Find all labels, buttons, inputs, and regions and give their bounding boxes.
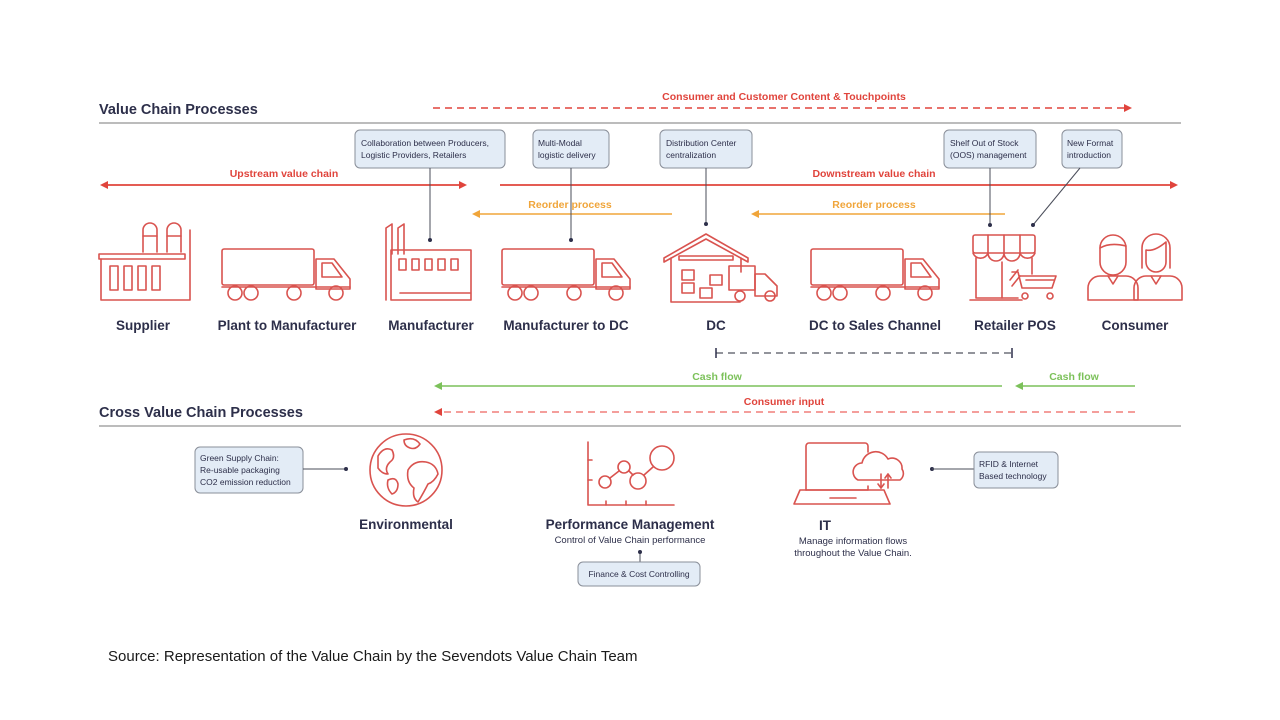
touchpoints-label: Consumer and Customer Content & Touchpoi… (662, 91, 906, 103)
reorder-left-label: Reorder process (528, 199, 612, 211)
svg-text:New Format: New Format (1067, 138, 1114, 148)
store-cart-icon (969, 234, 1057, 301)
truck-icon (810, 248, 940, 301)
node-labels: Supplier Plant to Manufacturer Manufacture… (116, 318, 1169, 333)
node-label-consumer: Consumer (1102, 318, 1170, 333)
performance-title: Performance Management (546, 517, 715, 532)
node-label-dc-to-sales-channel: DC to Sales Channel (809, 318, 941, 333)
consumer-input-label: Consumer input (744, 396, 825, 408)
chart-icon (587, 441, 675, 506)
svg-text:Green Supply Chain:: Green Supply Chain: (200, 453, 279, 463)
node-label-manufacturer: Manufacturer (388, 318, 474, 333)
environmental-title: Environmental (359, 517, 453, 532)
svg-text:Distribution Center: Distribution Center (666, 138, 737, 148)
note-rfid: RFID & Internet Based technology (930, 451, 1059, 489)
performance-subtitle: Control of Value Chain performance (555, 535, 706, 546)
node-label-supplier: Supplier (116, 318, 171, 333)
svg-text:Collaboration between Producer: Collaboration between Producers, (361, 138, 489, 148)
svg-text:Shelf Out of Stock: Shelf Out of Stock (950, 138, 1019, 148)
downstream-label: Downstream value chain (812, 168, 935, 180)
cross-value-chain-title: Cross Value Chain Processes (99, 405, 303, 421)
svg-text:RFID & Internet: RFID & Internet (979, 459, 1039, 469)
node-label-dc: DC (706, 318, 726, 333)
factory-silo-icon (98, 222, 191, 301)
note-dc-centralization: Distribution Center centralization (659, 129, 753, 226)
svg-text:Logistic Providers, Retailers: Logistic Providers, Retailers (361, 150, 466, 160)
reorder-right-label: Reorder process (832, 199, 916, 211)
svg-text:introduction: introduction (1067, 150, 1111, 160)
value-chain-processes-title: Value Chain Processes (99, 102, 258, 118)
node-label-plant-to-manufacturer: Plant to Manufacturer (218, 318, 358, 333)
warehouse-icon (663, 233, 778, 303)
cash-flow-left-label: Cash flow (692, 371, 742, 383)
globe-icon (369, 433, 443, 507)
laptop-cloud-icon (793, 442, 905, 505)
it-subtitle-line2: throughout the Value Chain. (794, 548, 912, 559)
svg-text:(OOS) management: (OOS) management (950, 150, 1027, 160)
svg-text:Finance & Cost Controlling: Finance & Cost Controlling (588, 569, 689, 579)
factory-icon (385, 223, 472, 301)
node-label-retailer-pos: Retailer POS (974, 318, 1056, 333)
note-multimodal: Multi-Modal logistic delivery (532, 129, 610, 242)
svg-text:centralization: centralization (666, 150, 716, 160)
truck-icon (501, 248, 631, 301)
note-new-format: New Format introduction (1031, 129, 1123, 227)
note-collaboration: Collaboration between Producers, Logisti… (354, 129, 506, 242)
note-finance: Finance & Cost Controlling (577, 550, 701, 587)
svg-text:Based technology: Based technology (979, 471, 1047, 481)
node-label-manufacturer-to-dc: Manufacturer to DC (503, 318, 629, 333)
note-green-supply: Green Supply Chain: Re-usable packaging … (194, 446, 348, 494)
svg-text:Re-usable packaging: Re-usable packaging (200, 465, 280, 475)
source-caption: Source: Representation of the Value Chai… (108, 648, 638, 665)
upstream-label: Upstream value chain (230, 168, 339, 180)
svg-text:Multi-Modal: Multi-Modal (538, 138, 582, 148)
cash-flow-right-label: Cash flow (1049, 371, 1099, 383)
people-icon (1087, 233, 1183, 301)
note-shelf-oos: Shelf Out of Stock (OOS) management (943, 129, 1037, 227)
truck-icon (221, 248, 351, 301)
it-subtitle-line1: Manage information flows (799, 536, 907, 547)
svg-text:CO2 emission reduction: CO2 emission reduction (200, 477, 291, 487)
svg-text:logistic delivery: logistic delivery (538, 150, 596, 160)
it-title: IT (819, 518, 832, 533)
